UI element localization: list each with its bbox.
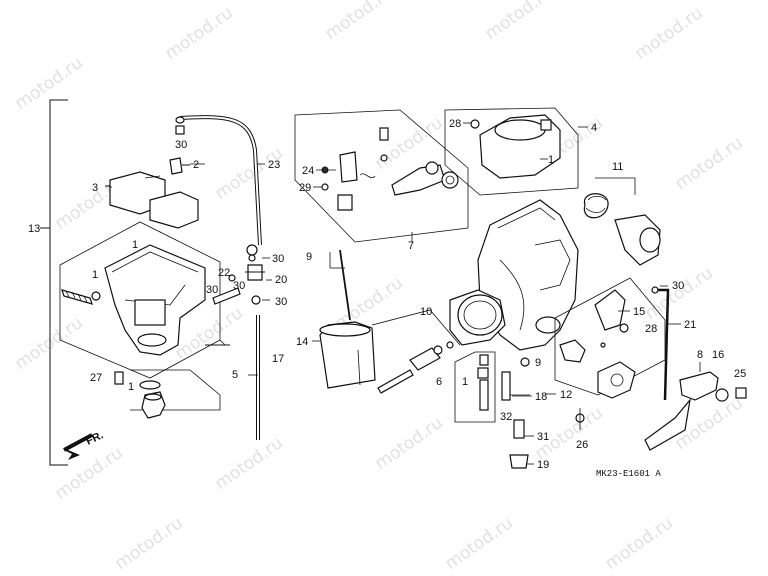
watermark-text: motod.ru <box>321 0 396 44</box>
callout-label: 29 <box>299 182 311 194</box>
float-chamber-assembly <box>59 221 226 379</box>
callout-label: 6 <box>436 376 442 388</box>
group-13-bracket <box>40 99 68 466</box>
callout-label: 2 <box>193 159 199 171</box>
watermark-text: motod.ru <box>161 3 236 64</box>
callout-label: 9 <box>306 251 312 263</box>
overflow-hose <box>175 115 262 246</box>
choke-cable <box>651 286 670 401</box>
top-cover-group <box>444 107 579 196</box>
callout-label: 28 <box>645 323 657 335</box>
watermark-text: motod.ru <box>631 3 706 64</box>
watermark-text: motod.ru <box>601 513 676 574</box>
watermark-text: motod.ru <box>211 433 286 494</box>
callout-label: 8 <box>697 349 703 361</box>
drain-fittings <box>212 244 272 305</box>
watermark-text: motod.ru <box>211 143 286 204</box>
throttle-slide <box>319 321 376 389</box>
callout-label: 1 <box>462 376 468 388</box>
callout-label: 24 <box>302 165 314 177</box>
carburetor-body <box>449 199 579 351</box>
callout-label: 30 <box>206 284 218 296</box>
watermark-text: motod.ru <box>441 513 516 574</box>
throttle-drum-assembly <box>583 177 661 266</box>
callout-label: 1 <box>128 381 134 393</box>
watermark-text: motod.ru <box>11 53 86 114</box>
callout-label: 1 <box>548 154 554 166</box>
callout-label: 14 <box>296 336 308 348</box>
callout-label: 9 <box>535 357 541 369</box>
choke-lever-assembly <box>644 362 747 451</box>
float-valve <box>169 157 190 175</box>
watermark-text: motod.ru <box>51 443 126 504</box>
callout-label: 1 <box>92 269 98 281</box>
watermark-text: motod.ru <box>481 0 556 44</box>
callout-label: 31 <box>537 431 549 443</box>
callout-label: 30 <box>175 139 187 151</box>
drawing-code: MK23-E1601 A <box>596 469 661 479</box>
watermark-text: motod.ru <box>111 513 186 574</box>
group-12-box <box>520 277 666 430</box>
watermark-text: motod.ru <box>641 263 716 324</box>
watermark-text: motod.ru <box>371 413 446 474</box>
callout-label: 26 <box>576 439 588 451</box>
callout-label: 30 <box>275 296 287 308</box>
callout-label: 28 <box>449 118 461 130</box>
throttle-link-parts <box>321 127 459 211</box>
callout-label: 27 <box>90 372 102 384</box>
callout-label: 25 <box>734 368 746 380</box>
callout-label: 7 <box>408 240 414 252</box>
watermark-text: motod.ru <box>671 133 746 194</box>
callout-label: 16 <box>712 349 724 361</box>
direction-label: FR. <box>84 429 105 447</box>
callout-label: 17 <box>272 353 284 365</box>
group-7-box <box>294 109 469 243</box>
callout-label: 15 <box>633 306 645 318</box>
callout-label: 21 <box>684 319 696 331</box>
callout-label: 12 <box>560 389 572 401</box>
pilot-screw <box>371 309 461 394</box>
callout-label: 30 <box>672 280 684 292</box>
float-part <box>105 171 199 229</box>
watermark-text: motod.ru <box>11 313 86 374</box>
callout-label: 1 <box>132 239 138 251</box>
callout-label: 32 <box>500 411 512 423</box>
callout-label: 30 <box>272 253 284 265</box>
callout-label: 11 <box>612 161 623 173</box>
jet-needle <box>329 249 351 321</box>
main-jet-group <box>454 351 530 469</box>
callout-labels: 13 30 2 3 23 1 1 22 30 30 30 20 30 17 5 … <box>28 118 746 471</box>
callout-label: 10 <box>420 306 432 318</box>
drain-screw-group <box>114 344 230 419</box>
callout-label: 30 <box>233 280 245 292</box>
callout-label: 5 <box>232 369 238 381</box>
callout-label: 13 <box>28 223 40 235</box>
callout-label: 23 <box>268 159 280 171</box>
callout-label: 22 <box>218 267 230 279</box>
leader-lines <box>109 122 681 465</box>
callout-label: 3 <box>92 182 98 194</box>
callout-label: 20 <box>275 274 287 286</box>
callout-label: 4 <box>591 122 597 134</box>
callout-label: 18 <box>535 391 547 403</box>
callout-label: 19 <box>537 459 549 471</box>
